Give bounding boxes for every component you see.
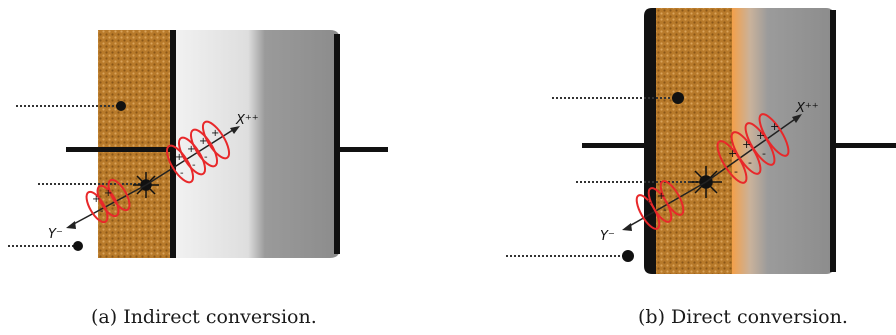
electrode-right (334, 34, 340, 254)
svg-text:+: + (770, 120, 779, 133)
y-arrow-icon (622, 223, 632, 231)
y-arrow-icon (66, 221, 76, 229)
svg-text:+: + (104, 188, 112, 199)
y-axis-line (625, 181, 707, 229)
direct-conversion-diagram: X⁺⁺ Y⁻ ++++ --- ++ -- (506, 8, 896, 274)
svg-text:-: - (663, 205, 667, 216)
x-axis-line (705, 116, 799, 183)
panel-direct-conversion: X⁺⁺ Y⁻ ++++ --- ++ -- (b) Direct convers… (480, 0, 896, 335)
svg-text:+: + (175, 152, 183, 163)
svg-text:-: - (180, 168, 184, 179)
svg-text:-: - (112, 200, 116, 211)
converter-layer (173, 30, 340, 258)
indirect-conversion-diagram: X⁺⁺ Y⁻ ++++ --- ++ -- (8, 30, 388, 258)
electrode-left (644, 8, 656, 274)
y-label: Y⁻ (600, 229, 615, 244)
wire-right (836, 143, 896, 148)
electrode-left (170, 30, 176, 258)
particle-dot-3 (622, 250, 634, 262)
svg-text:+: + (199, 136, 207, 147)
wire-left (582, 143, 648, 148)
svg-text:+: + (657, 191, 665, 202)
wire-left (66, 147, 170, 152)
converter-layer (732, 8, 834, 274)
electrode-right (830, 10, 836, 272)
svg-text:-: - (762, 147, 766, 160)
svg-text:-: - (734, 165, 738, 178)
x-axis-line (145, 127, 237, 186)
svg-text:+: + (187, 144, 195, 155)
particle-dot-3 (73, 241, 83, 251)
y-axis-line (69, 184, 147, 227)
charge-signs-upper: ++++ --- (175, 128, 219, 179)
particle-dot-1 (116, 101, 126, 111)
svg-text:-: - (748, 156, 752, 169)
svg-text:+: + (211, 128, 219, 139)
x-arrow-icon (230, 126, 240, 134)
svg-text:-: - (100, 206, 104, 217)
x-label: X⁺⁺ (235, 113, 259, 128)
photoconductor-layer (98, 30, 170, 258)
y-label: Y⁻ (48, 227, 63, 242)
charge-signs-upper: ++++ --- (728, 120, 779, 178)
svg-text:-: - (204, 152, 208, 163)
charge-rings-lower (635, 180, 685, 230)
wire-right (340, 147, 388, 152)
particle-dot-1 (672, 92, 684, 104)
caption-a: (a) Indirect conversion. (91, 306, 317, 328)
svg-text:+: + (742, 138, 751, 151)
panel-indirect-conversion: X⁺⁺ Y⁻ ++++ --- ++ -- (a) Indirect conve… (0, 0, 420, 335)
svg-text:+: + (728, 147, 737, 160)
x-label: X⁺⁺ (795, 101, 819, 116)
charge-rings-upper (165, 120, 231, 184)
svg-text:-: - (650, 212, 654, 223)
x-arrow-icon (792, 114, 802, 123)
charge-rings-lower (85, 178, 131, 224)
svg-text:-: - (192, 160, 196, 171)
svg-text:+: + (92, 194, 100, 205)
charge-signs-lower: + + -- (92, 188, 116, 217)
charge-signs-lower: + + -- (644, 191, 667, 223)
svg-text:+: + (756, 129, 765, 142)
caption-b: (b) Direct conversion. (638, 306, 848, 328)
svg-text:+: + (644, 198, 652, 209)
charge-rings-upper (716, 113, 790, 184)
